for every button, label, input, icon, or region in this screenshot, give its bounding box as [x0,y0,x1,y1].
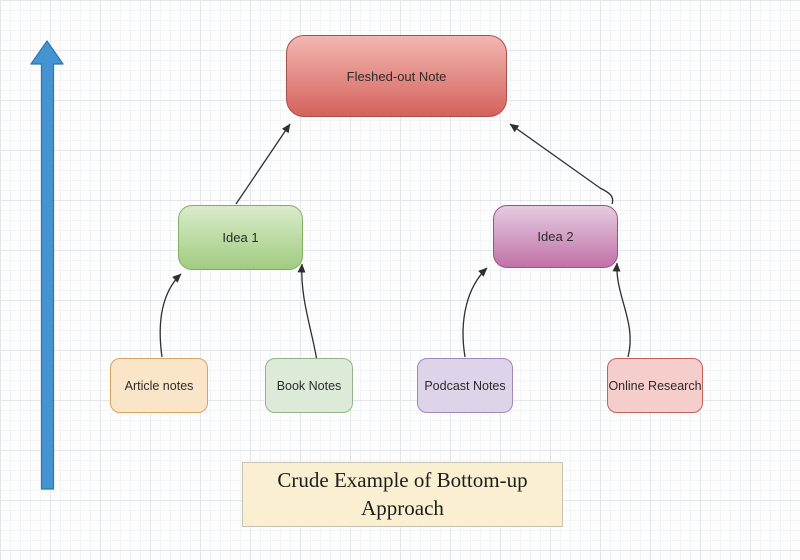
node-podcast-notes[interactable]: Podcast Notes [417,358,513,413]
edge-article-notes-to-idea-1[interactable] [159,273,182,358]
node-label: Book Notes [276,378,342,393]
edge-idea-1-to-fleshed-out-note[interactable] [235,123,291,205]
node-label: Idea 2 [537,229,574,244]
edge-online-research-to-idea-2[interactable] [612,262,631,358]
diagram-caption: Crude Example of Bottom-up Approach [242,462,563,527]
upward-arrow[interactable] [30,40,64,490]
node-label: Online Research [608,378,702,393]
edge-book-notes-to-idea-1[interactable] [297,263,318,362]
node-fleshed-out-note[interactable]: Fleshed-out Note [286,35,507,117]
node-idea-1[interactable]: Idea 1 [178,205,303,270]
node-idea-2[interactable]: Idea 2 [493,205,618,268]
node-label: Idea 1 [222,230,259,245]
node-book-notes[interactable]: Book Notes [265,358,353,413]
node-online-research[interactable]: Online Research [607,358,703,413]
edge-podcast-notes-to-idea-2[interactable] [462,267,488,358]
node-label: Article notes [124,378,194,393]
edge-idea-2-to-fleshed-out-note[interactable] [509,123,614,205]
node-label: Podcast Notes [424,378,506,393]
node-label: Fleshed-out Note [346,68,447,84]
node-article-notes[interactable]: Article notes [110,358,208,413]
caption-text: Crude Example of Bottom-up Approach [277,468,528,520]
